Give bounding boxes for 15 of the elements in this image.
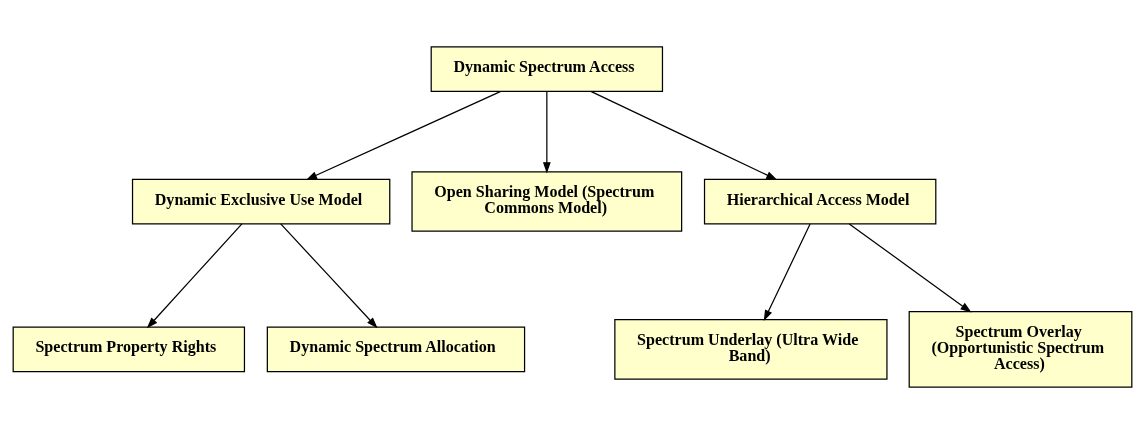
node-box: Spectrum Property Rights <box>12 326 246 373</box>
arrow <box>280 223 378 329</box>
node-box: Open Sharing Model (Spectrum Commons Model) <box>411 171 683 232</box>
node-box: Spectrum Overlay (Opportunistic Spectrum Access) <box>908 311 1133 388</box>
arrow <box>305 90 501 180</box>
arrow <box>848 223 972 313</box>
node-box: Spectrum Underlay (Ultra Wide Band) <box>614 319 888 380</box>
node-box: Dynamic Exclusive Use Model <box>131 178 391 225</box>
node-box: Dynamic Spectrum Allocation <box>266 326 526 373</box>
arrow <box>763 223 811 322</box>
node-box: Dynamic Spectrum Access <box>430 46 664 93</box>
arrow <box>146 223 243 329</box>
node-box: Hierarchical Access Model <box>703 178 937 225</box>
arrow <box>542 91 551 174</box>
arrow <box>590 90 778 180</box>
